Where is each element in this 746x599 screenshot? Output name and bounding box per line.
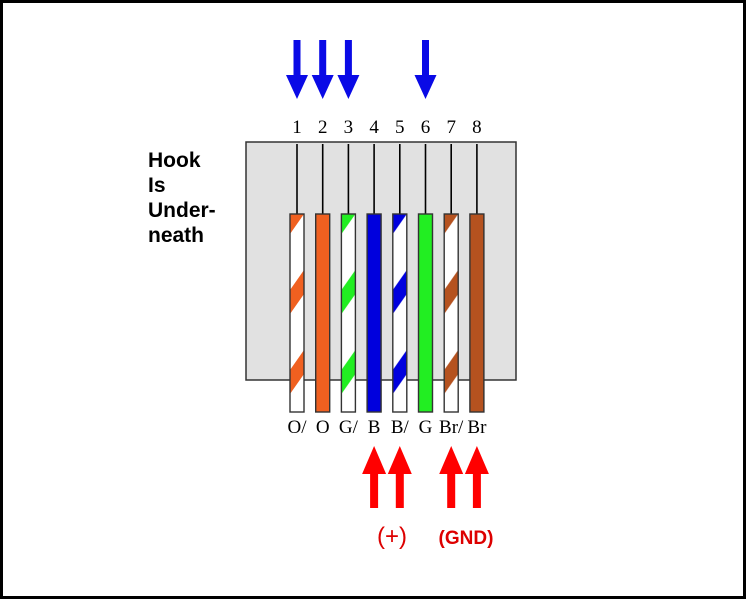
wire-1 <box>289 213 305 413</box>
plus-label: (+) <box>377 523 407 550</box>
pin-number-1: 1 <box>292 117 302 138</box>
pin-number-6: 6 <box>421 117 431 138</box>
hook-note-line-4: neath <box>148 224 204 247</box>
wire-8 <box>469 213 485 413</box>
gnd-label: (GND) <box>439 528 494 549</box>
blue-arrow-pin-1 <box>286 40 308 99</box>
red-arrow-pin-4 <box>362 446 387 508</box>
red-arrow-pin-7 <box>439 446 464 508</box>
red-arrows <box>362 446 489 508</box>
wire-label-6: G <box>419 417 433 438</box>
wire-label-1: O/ <box>288 417 308 438</box>
wire-6 <box>417 213 434 413</box>
hook-note: Hook Is Under- neath <box>148 149 216 247</box>
wire-7 <box>443 213 459 413</box>
wire-color-labels: O/O G/B B/G Br/Br <box>288 417 488 438</box>
red-arrow-pin-5 <box>387 446 412 508</box>
pin-number-5: 5 <box>395 117 405 138</box>
wire-label-7: Br/ <box>439 417 464 438</box>
wire-label-3: G/ <box>339 417 359 438</box>
contact-pins <box>296 144 478 215</box>
blue-arrow-pin-6 <box>414 40 437 99</box>
wires <box>289 213 485 413</box>
blue-arrow-pin-3 <box>337 40 360 99</box>
wire-label-5: B/ <box>391 417 410 438</box>
pin-number-2: 2 <box>318 117 328 138</box>
pin-number-4: 4 <box>369 117 379 138</box>
wire-4 <box>366 213 382 413</box>
pin-number-3: 3 <box>344 117 354 138</box>
wire-label-2: O <box>316 417 330 438</box>
pin-number-7: 7 <box>446 117 456 138</box>
wire-5 <box>392 213 408 413</box>
wire-3 <box>340 213 357 413</box>
blue-arrow-pin-2 <box>311 40 334 99</box>
wire-label-8: Br <box>467 417 487 438</box>
red-arrow-pin-8 <box>464 446 489 508</box>
pin-number-8: 8 <box>472 117 482 138</box>
hook-note-line-2: Is <box>148 174 166 197</box>
hook-note-line-1: Hook <box>148 149 201 172</box>
blue-arrows <box>286 40 437 99</box>
hook-note-line-3: Under- <box>148 199 216 222</box>
wire-label-4: B <box>368 417 381 438</box>
wire-2 <box>315 213 331 413</box>
